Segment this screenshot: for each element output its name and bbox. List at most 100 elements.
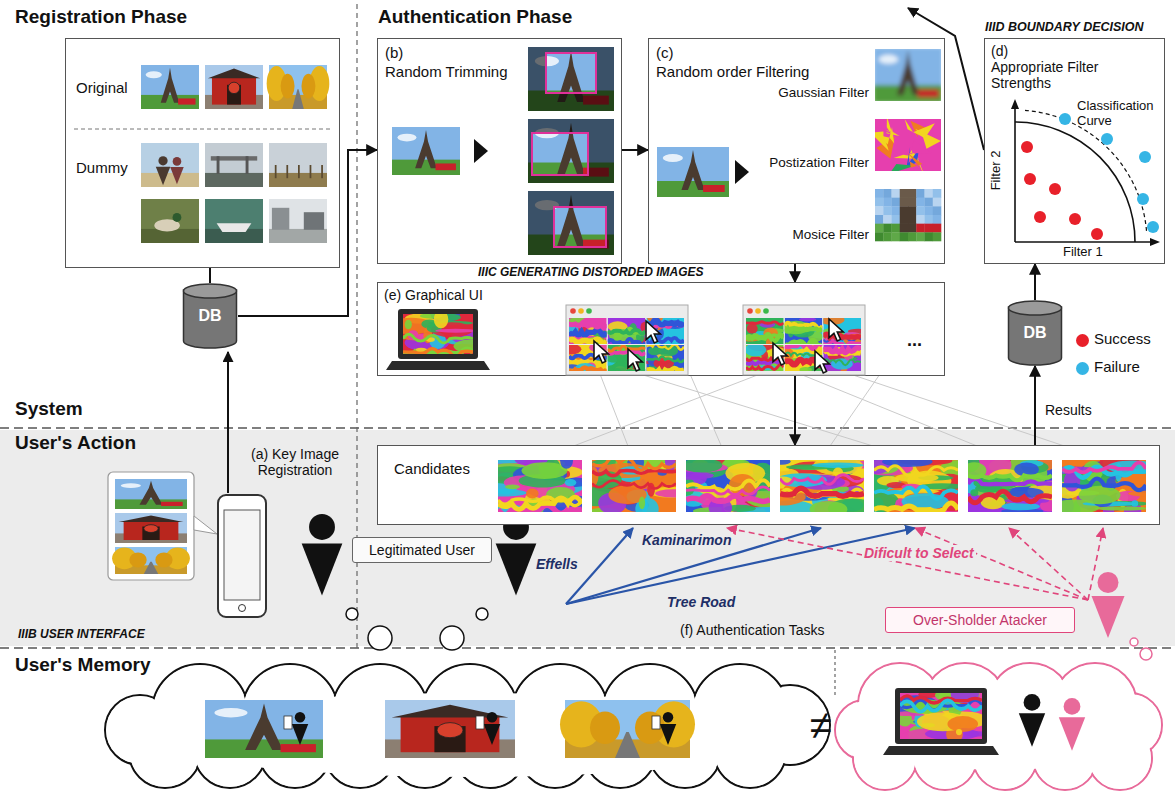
cloud-puff — [146, 71, 162, 78]
success-dot — [1034, 211, 1046, 223]
edge-label: Results — [1045, 402, 1092, 418]
photo — [528, 47, 614, 111]
axis-label: Filter 1 — [1063, 245, 1103, 260]
fence-post — [275, 165, 277, 178]
photo — [875, 49, 941, 101]
color-blob — [565, 479, 577, 486]
laptop-base — [386, 361, 490, 370]
box-title: Candidates — [394, 460, 470, 477]
legend-swatch — [1076, 334, 1089, 347]
mosaic-cell — [900, 198, 909, 207]
trim-region — [554, 207, 606, 247]
candidates-box: Candidates — [377, 445, 1160, 525]
color-band — [874, 466, 958, 476]
registration-photos — [74, 65, 331, 243]
person-head — [173, 157, 182, 166]
color-blob — [882, 460, 933, 467]
photo — [269, 143, 327, 187]
color-band — [780, 475, 864, 485]
person-body — [1092, 596, 1125, 638]
mosaic-cell — [883, 198, 892, 207]
divider — [74, 129, 331, 130]
smartphone — [218, 495, 266, 617]
photo — [141, 199, 199, 243]
failure-dot — [1147, 221, 1159, 233]
tree — [590, 712, 620, 744]
mosaic-cell — [892, 206, 901, 215]
photo — [554, 207, 606, 247]
mosaic-cell — [916, 198, 925, 207]
node-illustration — [378, 446, 1159, 524]
section-tag: IIIC GENERATING DISTORDED IMAGES — [478, 266, 704, 280]
held-phone — [476, 716, 484, 729]
success-dot — [1091, 228, 1103, 240]
distorted-image — [608, 345, 646, 371]
color-band — [608, 346, 646, 351]
database-cylinder: DB — [182, 283, 238, 349]
color-band — [1062, 463, 1146, 473]
blurred — [875, 49, 941, 101]
node-illustration — [66, 39, 339, 267]
tile-base — [746, 318, 784, 344]
failure-dot — [1139, 151, 1151, 163]
photo-sky — [141, 199, 199, 243]
window-button — [763, 308, 769, 314]
tree — [635, 712, 665, 744]
photo-ground — [657, 181, 729, 197]
success-dot — [1069, 213, 1081, 225]
mosaic-cell — [925, 232, 934, 241]
window-button — [578, 308, 584, 314]
mosaic-cell — [883, 189, 892, 198]
not-equal-sign: ≠ — [810, 702, 832, 748]
tower — [557, 207, 585, 246]
photo-sky — [115, 513, 187, 543]
mosaic-cell — [908, 189, 917, 198]
success-dot — [1021, 141, 1033, 153]
phone-button — [239, 605, 246, 612]
tower — [681, 150, 704, 190]
process-box: (e) Graphical UI — [377, 282, 945, 376]
mosaic-cell — [925, 206, 934, 215]
phone-body — [218, 495, 266, 617]
held-phone — [652, 716, 660, 729]
failed-selection-arrow — [1088, 528, 1103, 600]
photo-sky — [115, 479, 187, 509]
person-body — [156, 167, 171, 185]
database-cylinder — [1009, 301, 1062, 365]
color-band — [403, 349, 473, 354]
boundary-plot — [1011, 99, 1160, 246]
person-body — [484, 724, 501, 745]
person-head — [1098, 572, 1119, 593]
section-divider — [0, 427, 1175, 429]
mosaic-cell — [875, 206, 884, 215]
window-button — [586, 308, 592, 314]
color-band — [823, 341, 861, 344]
bus — [918, 90, 939, 98]
photo-ground — [875, 85, 941, 101]
photo-ground — [205, 739, 323, 758]
color-blob — [1095, 506, 1146, 510]
mosaic-cell — [933, 206, 942, 215]
color-band — [569, 367, 607, 371]
color-blob — [505, 484, 520, 489]
legend-swatch — [1076, 362, 1089, 375]
step-title: (e) Graphical UI — [384, 287, 483, 303]
cloud-puff — [397, 134, 416, 142]
tree — [129, 552, 146, 567]
color-band — [608, 339, 646, 344]
color-band — [569, 339, 607, 343]
step-number: (b) — [385, 44, 403, 61]
mouse-cursor — [829, 319, 843, 341]
photo — [657, 147, 729, 197]
photo-sky — [205, 65, 263, 109]
color-band — [403, 334, 473, 343]
distorted-image — [746, 318, 784, 344]
trim-shade — [528, 47, 614, 111]
mosaic-cell — [900, 232, 909, 241]
row-label: Dummy — [76, 159, 128, 176]
color-band — [646, 320, 684, 325]
color-blob — [780, 460, 791, 465]
laptop-base — [883, 746, 999, 755]
mouse-cursor — [628, 349, 642, 371]
distorted-image — [686, 460, 770, 512]
